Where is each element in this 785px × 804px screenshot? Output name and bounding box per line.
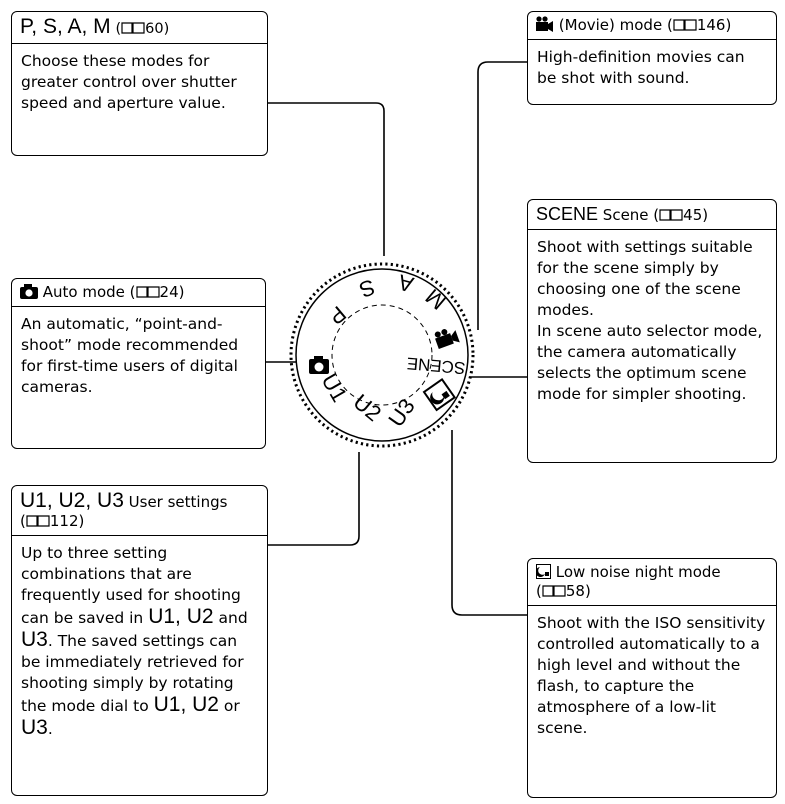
camera-icon bbox=[20, 284, 38, 299]
book-icon bbox=[542, 585, 566, 597]
connector-psam bbox=[268, 102, 385, 256]
user-and: and bbox=[218, 609, 248, 627]
book-icon bbox=[121, 22, 145, 34]
psam-callout: P, S, A, M (60) Choose these modes for g… bbox=[11, 11, 268, 156]
book-icon bbox=[659, 209, 683, 221]
user-description-2: . The saved settings can be immediately … bbox=[21, 632, 244, 715]
dial-knurled-edge bbox=[289, 262, 475, 448]
auto-page-ref: 24 bbox=[159, 283, 179, 301]
night-title: Low noise night mode(58) bbox=[528, 559, 776, 606]
book-icon bbox=[135, 286, 160, 298]
connector-night bbox=[451, 430, 527, 616]
scene-mode: SCENE bbox=[536, 204, 599, 224]
dial-face bbox=[295, 268, 469, 442]
auto-description: An automatic, “point-and-shoot” mode rec… bbox=[21, 315, 239, 396]
movie-page-ref: 146 bbox=[696, 16, 726, 34]
night-icon bbox=[536, 564, 551, 579]
dial-label-a: A bbox=[395, 269, 416, 297]
night-callout: Low noise night mode(58) Shoot with the … bbox=[527, 558, 777, 798]
movie-callout: (Movie) mode (146) High-definition movie… bbox=[527, 11, 777, 105]
dial-camera-icon bbox=[309, 356, 329, 374]
movie-title: (Movie) mode (146) bbox=[528, 12, 776, 40]
scene-description-1: Shoot with settings suitable for the sce… bbox=[537, 238, 753, 319]
user-description: Up to three setting combinations that ar… bbox=[12, 536, 267, 746]
scene-title: SCENE Scene (45) bbox=[528, 200, 776, 230]
scene-page-ref: 45 bbox=[683, 206, 703, 224]
user-title: U1, U2, U3 User settings(112) bbox=[12, 486, 267, 536]
night-description: Shoot with the ISO sensitivity controlle… bbox=[537, 614, 766, 737]
movie-icon bbox=[536, 16, 553, 32]
night-page-ref: 58 bbox=[565, 582, 585, 600]
connector-user bbox=[268, 452, 360, 546]
user-settings-callout: U1, U2, U3 User settings(112) Up to thre… bbox=[11, 485, 268, 796]
movie-description: High-definition movies can be shot with … bbox=[537, 48, 745, 87]
user-description-1: Up to three setting combinations that ar… bbox=[21, 544, 241, 627]
user-mode-u3-end: U3 bbox=[21, 716, 48, 739]
user-mode-u1-u2: U1, U2 bbox=[148, 605, 214, 628]
dial-movie-icon bbox=[434, 329, 460, 349]
scene-description-2: In scene auto selector mode, the camera … bbox=[537, 322, 763, 403]
user-mode-u1-u2-end: U1, U2 bbox=[153, 693, 219, 716]
scene-callout: SCENE Scene (45) Shoot with settings sui… bbox=[527, 199, 777, 463]
psam-modes: P, S, A, M bbox=[20, 15, 111, 38]
connector-lines bbox=[266, 61, 527, 616]
user-end-dot: . bbox=[47, 720, 53, 738]
book-icon bbox=[673, 19, 697, 31]
dial-inner-ring bbox=[331, 304, 433, 406]
user-mode-u3: U3 bbox=[21, 628, 48, 651]
mode-dial: S A M P SCENE U1 U2 U3 bbox=[289, 262, 475, 448]
auto-title: Auto mode (24) bbox=[12, 279, 265, 307]
auto-label: Auto mode ( bbox=[42, 283, 136, 301]
user-page-ref: 112 bbox=[49, 512, 79, 530]
scene-description: Shoot with settings suitable for the sce… bbox=[528, 230, 776, 411]
user-label: User settings bbox=[128, 493, 228, 511]
night-label: Low noise night mode bbox=[555, 563, 721, 581]
scene-label: Scene ( bbox=[602, 206, 660, 224]
user-or: or bbox=[223, 697, 240, 715]
connector-movie bbox=[477, 61, 527, 330]
psam-title: P, S, A, M (60) bbox=[12, 12, 267, 44]
auto-callout: Auto mode (24) An automatic, “point-and-… bbox=[11, 278, 266, 449]
user-modes: U1, U2, U3 bbox=[20, 489, 124, 512]
psam-description: Choose these modes for greater control o… bbox=[21, 52, 237, 112]
movie-label: (Movie) mode ( bbox=[558, 16, 673, 34]
book-icon bbox=[26, 515, 50, 527]
psam-page-ref: 60 bbox=[145, 21, 164, 37]
dial-night-icon bbox=[422, 377, 457, 412]
